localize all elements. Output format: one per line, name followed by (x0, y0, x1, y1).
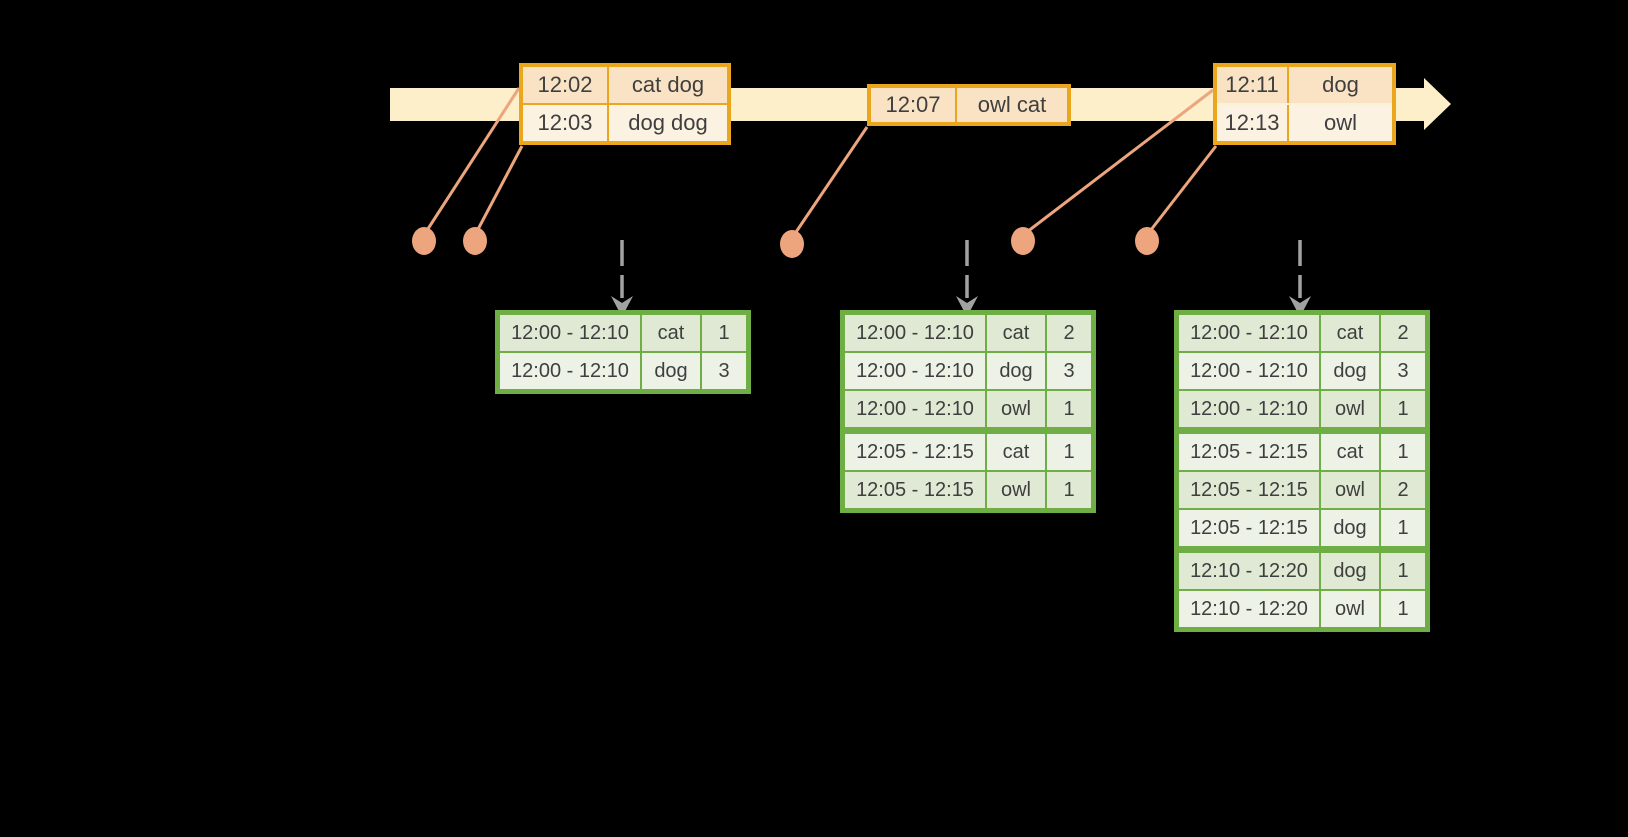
event-dot (1135, 227, 1159, 255)
window-cell: 12:10 - 12:20 (1179, 553, 1319, 589)
window-cell: 12:00 - 12:10 (845, 353, 985, 389)
word-cell: dog (987, 353, 1045, 389)
event-words-cell: cat dog (609, 67, 727, 103)
count-cell: 3 (1047, 353, 1091, 389)
count-cell: 1 (1381, 391, 1425, 427)
word-cell: dog (642, 353, 700, 389)
trigger-arrowhead-icon (1289, 296, 1311, 317)
count-cell: 3 (702, 353, 746, 389)
word-cell: cat (987, 434, 1045, 470)
count-cell: 2 (1047, 315, 1091, 351)
count-cell: 3 (1381, 353, 1425, 389)
event-dot (1011, 227, 1035, 255)
leader-line (1145, 145, 1218, 236)
count-cell: 1 (1047, 391, 1091, 427)
window-cell: 12:00 - 12:10 (1179, 391, 1319, 427)
word-cell: dog (1321, 510, 1379, 546)
event-dot (780, 230, 804, 258)
leader-line (473, 145, 524, 236)
event-dot (412, 227, 436, 255)
event-time-cell: 12:11 (1217, 67, 1287, 103)
event-time-cell: 12:13 (1217, 105, 1287, 141)
word-cell: owl (987, 472, 1045, 508)
count-cell: 1 (1047, 472, 1091, 508)
event-words-cell: dog (1289, 67, 1392, 103)
word-cell: cat (1321, 434, 1379, 470)
window-cell: 12:05 - 12:15 (1179, 434, 1319, 470)
event-words-cell: owl (1289, 105, 1392, 141)
word-cell: cat (642, 315, 700, 351)
leader-line (790, 126, 869, 239)
word-cell: owl (1321, 391, 1379, 427)
trigger-arrowhead-icon (611, 296, 633, 317)
leader-line (1022, 88, 1214, 237)
word-cell: dog (1321, 353, 1379, 389)
count-cell: 1 (702, 315, 746, 351)
window-cell: 12:05 - 12:15 (845, 472, 985, 508)
count-cell: 1 (1381, 434, 1425, 470)
word-cell: owl (1321, 591, 1379, 627)
count-cell: 2 (1381, 472, 1425, 508)
event-dot (463, 227, 487, 255)
count-cell: 1 (1381, 510, 1425, 546)
timeline-arrowhead-icon (1424, 78, 1451, 130)
window-cell: 12:05 - 12:15 (1179, 472, 1319, 508)
window-cell: 12:00 - 12:10 (1179, 353, 1319, 389)
word-cell: cat (987, 315, 1045, 351)
window-cell: 12:10 - 12:20 (1179, 591, 1319, 627)
window-cell: 12:00 - 12:10 (500, 315, 640, 351)
window-cell: 12:05 - 12:15 (1179, 510, 1319, 546)
window-cell: 12:00 - 12:10 (1179, 315, 1319, 351)
count-cell: 1 (1047, 434, 1091, 470)
word-cell: owl (987, 391, 1045, 427)
word-cell: cat (1321, 315, 1379, 351)
window-cell: 12:00 - 12:10 (845, 391, 985, 427)
event-time-cell: 12:07 (871, 88, 955, 122)
event-words-cell: owl cat (957, 88, 1067, 122)
count-cell: 1 (1381, 553, 1425, 589)
event-time-cell: 12:02 (523, 67, 607, 103)
window-cell: 12:00 - 12:10 (845, 315, 985, 351)
count-cell: 1 (1381, 591, 1425, 627)
trigger-arrowhead-icon (956, 296, 978, 317)
window-cell: 12:05 - 12:15 (845, 434, 985, 470)
count-cell: 2 (1381, 315, 1425, 351)
word-cell: dog (1321, 553, 1379, 589)
event-time-cell: 12:03 (523, 105, 607, 141)
word-cell: owl (1321, 472, 1379, 508)
event-words-cell: dog dog (609, 105, 727, 141)
window-cell: 12:00 - 12:10 (500, 353, 640, 389)
leader-line (422, 87, 521, 236)
